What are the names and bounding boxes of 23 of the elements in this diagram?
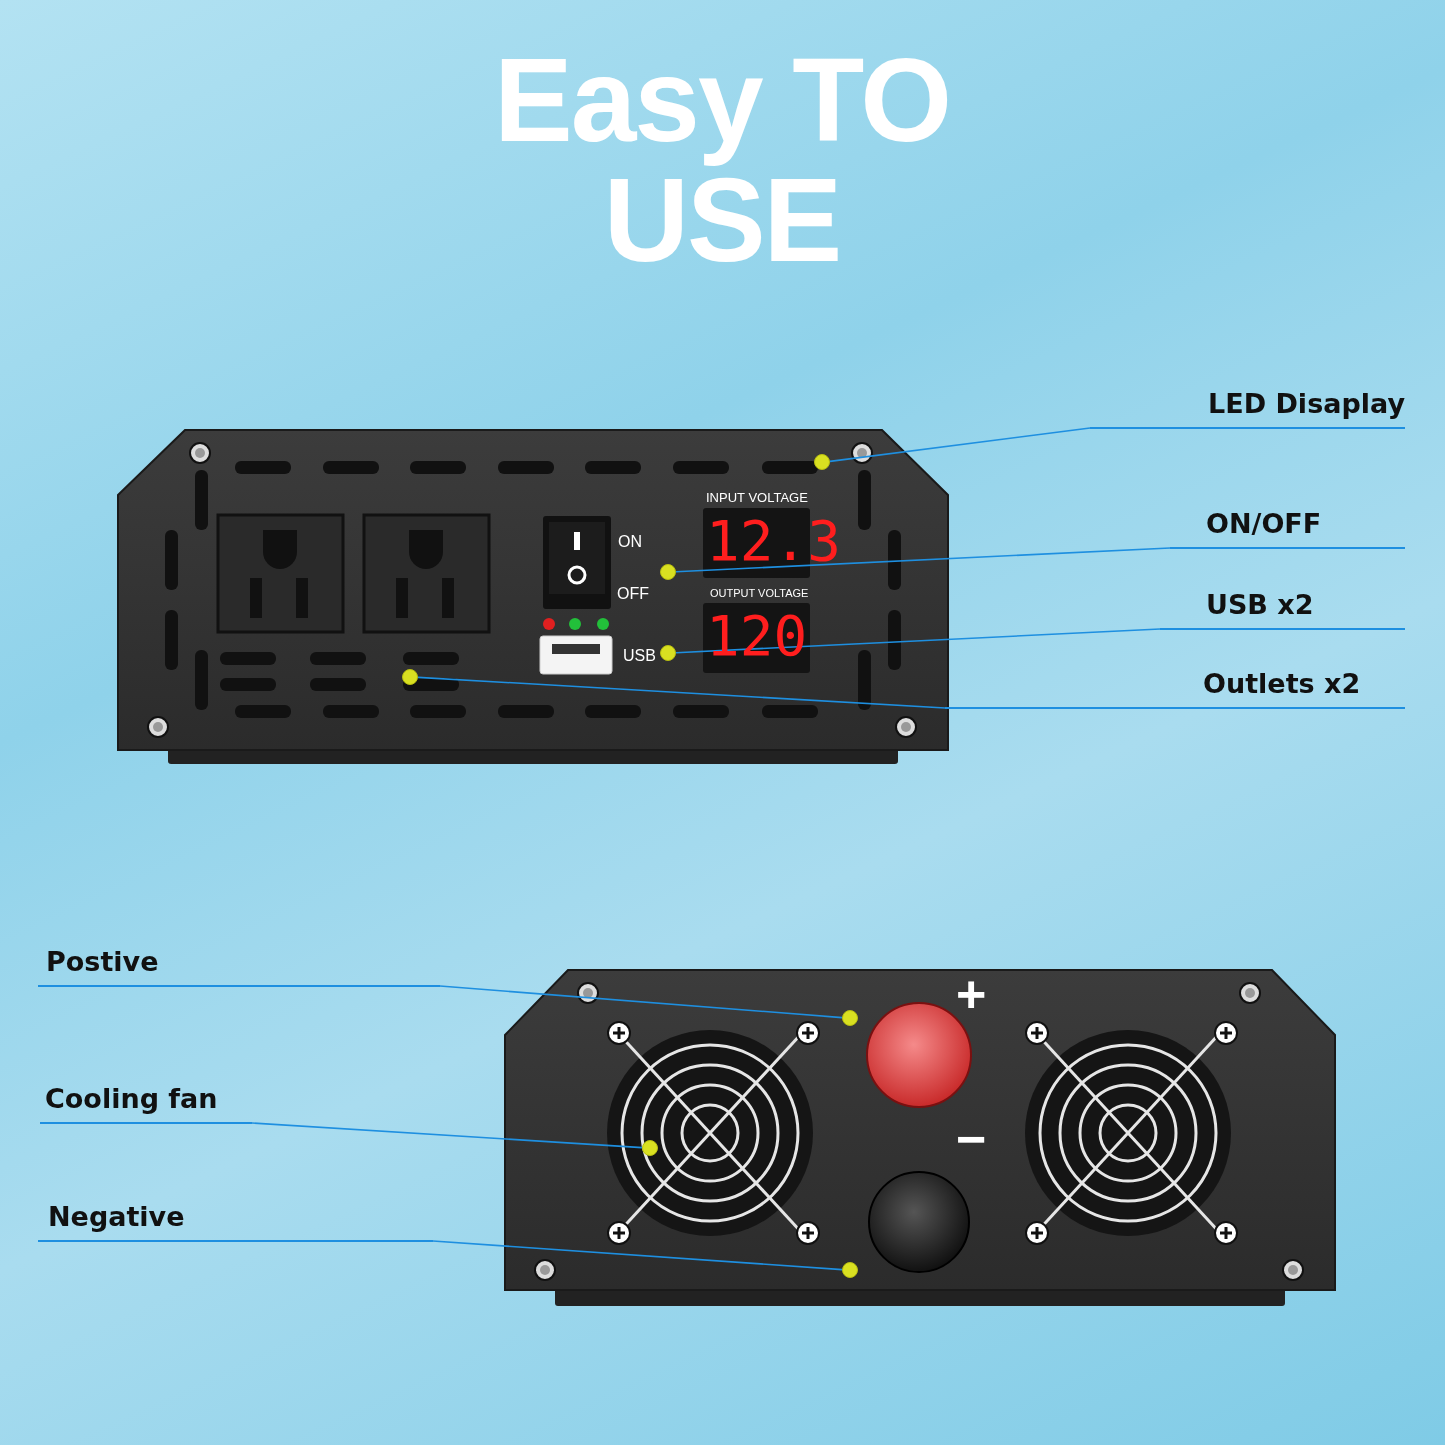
display-readout: 12.3 [706,513,841,569]
callout-label: Postive [38,943,440,987]
callout-label: ON/OFF [1170,505,1405,549]
panel-label: USB [623,648,656,664]
callout-label: Negative [38,1198,433,1242]
callout-label: Outlets x2 [945,665,1405,709]
leader-line [675,628,1161,654]
panel-label: OUTPUT VOLTAGE [710,588,809,599]
page-title: Easy TO USE [492,40,952,281]
panel-label: ON [618,534,642,550]
leader-line [251,1122,643,1149]
panel-label: OFF [617,586,649,602]
callout-label: USB x2 [1160,586,1405,630]
callout-label: Cooling fan [40,1080,252,1124]
terminal-sign: − [956,1113,987,1165]
leader-line [432,1240,843,1271]
panel-label: INPUT VOLTAGE [706,491,808,504]
callout-label: LED Disaplay [1090,385,1405,429]
leader-line [439,985,843,1019]
terminal-sign: + [956,968,987,1020]
leader-line [417,676,946,709]
leader-line [675,547,1171,573]
leader-line [829,427,1091,463]
